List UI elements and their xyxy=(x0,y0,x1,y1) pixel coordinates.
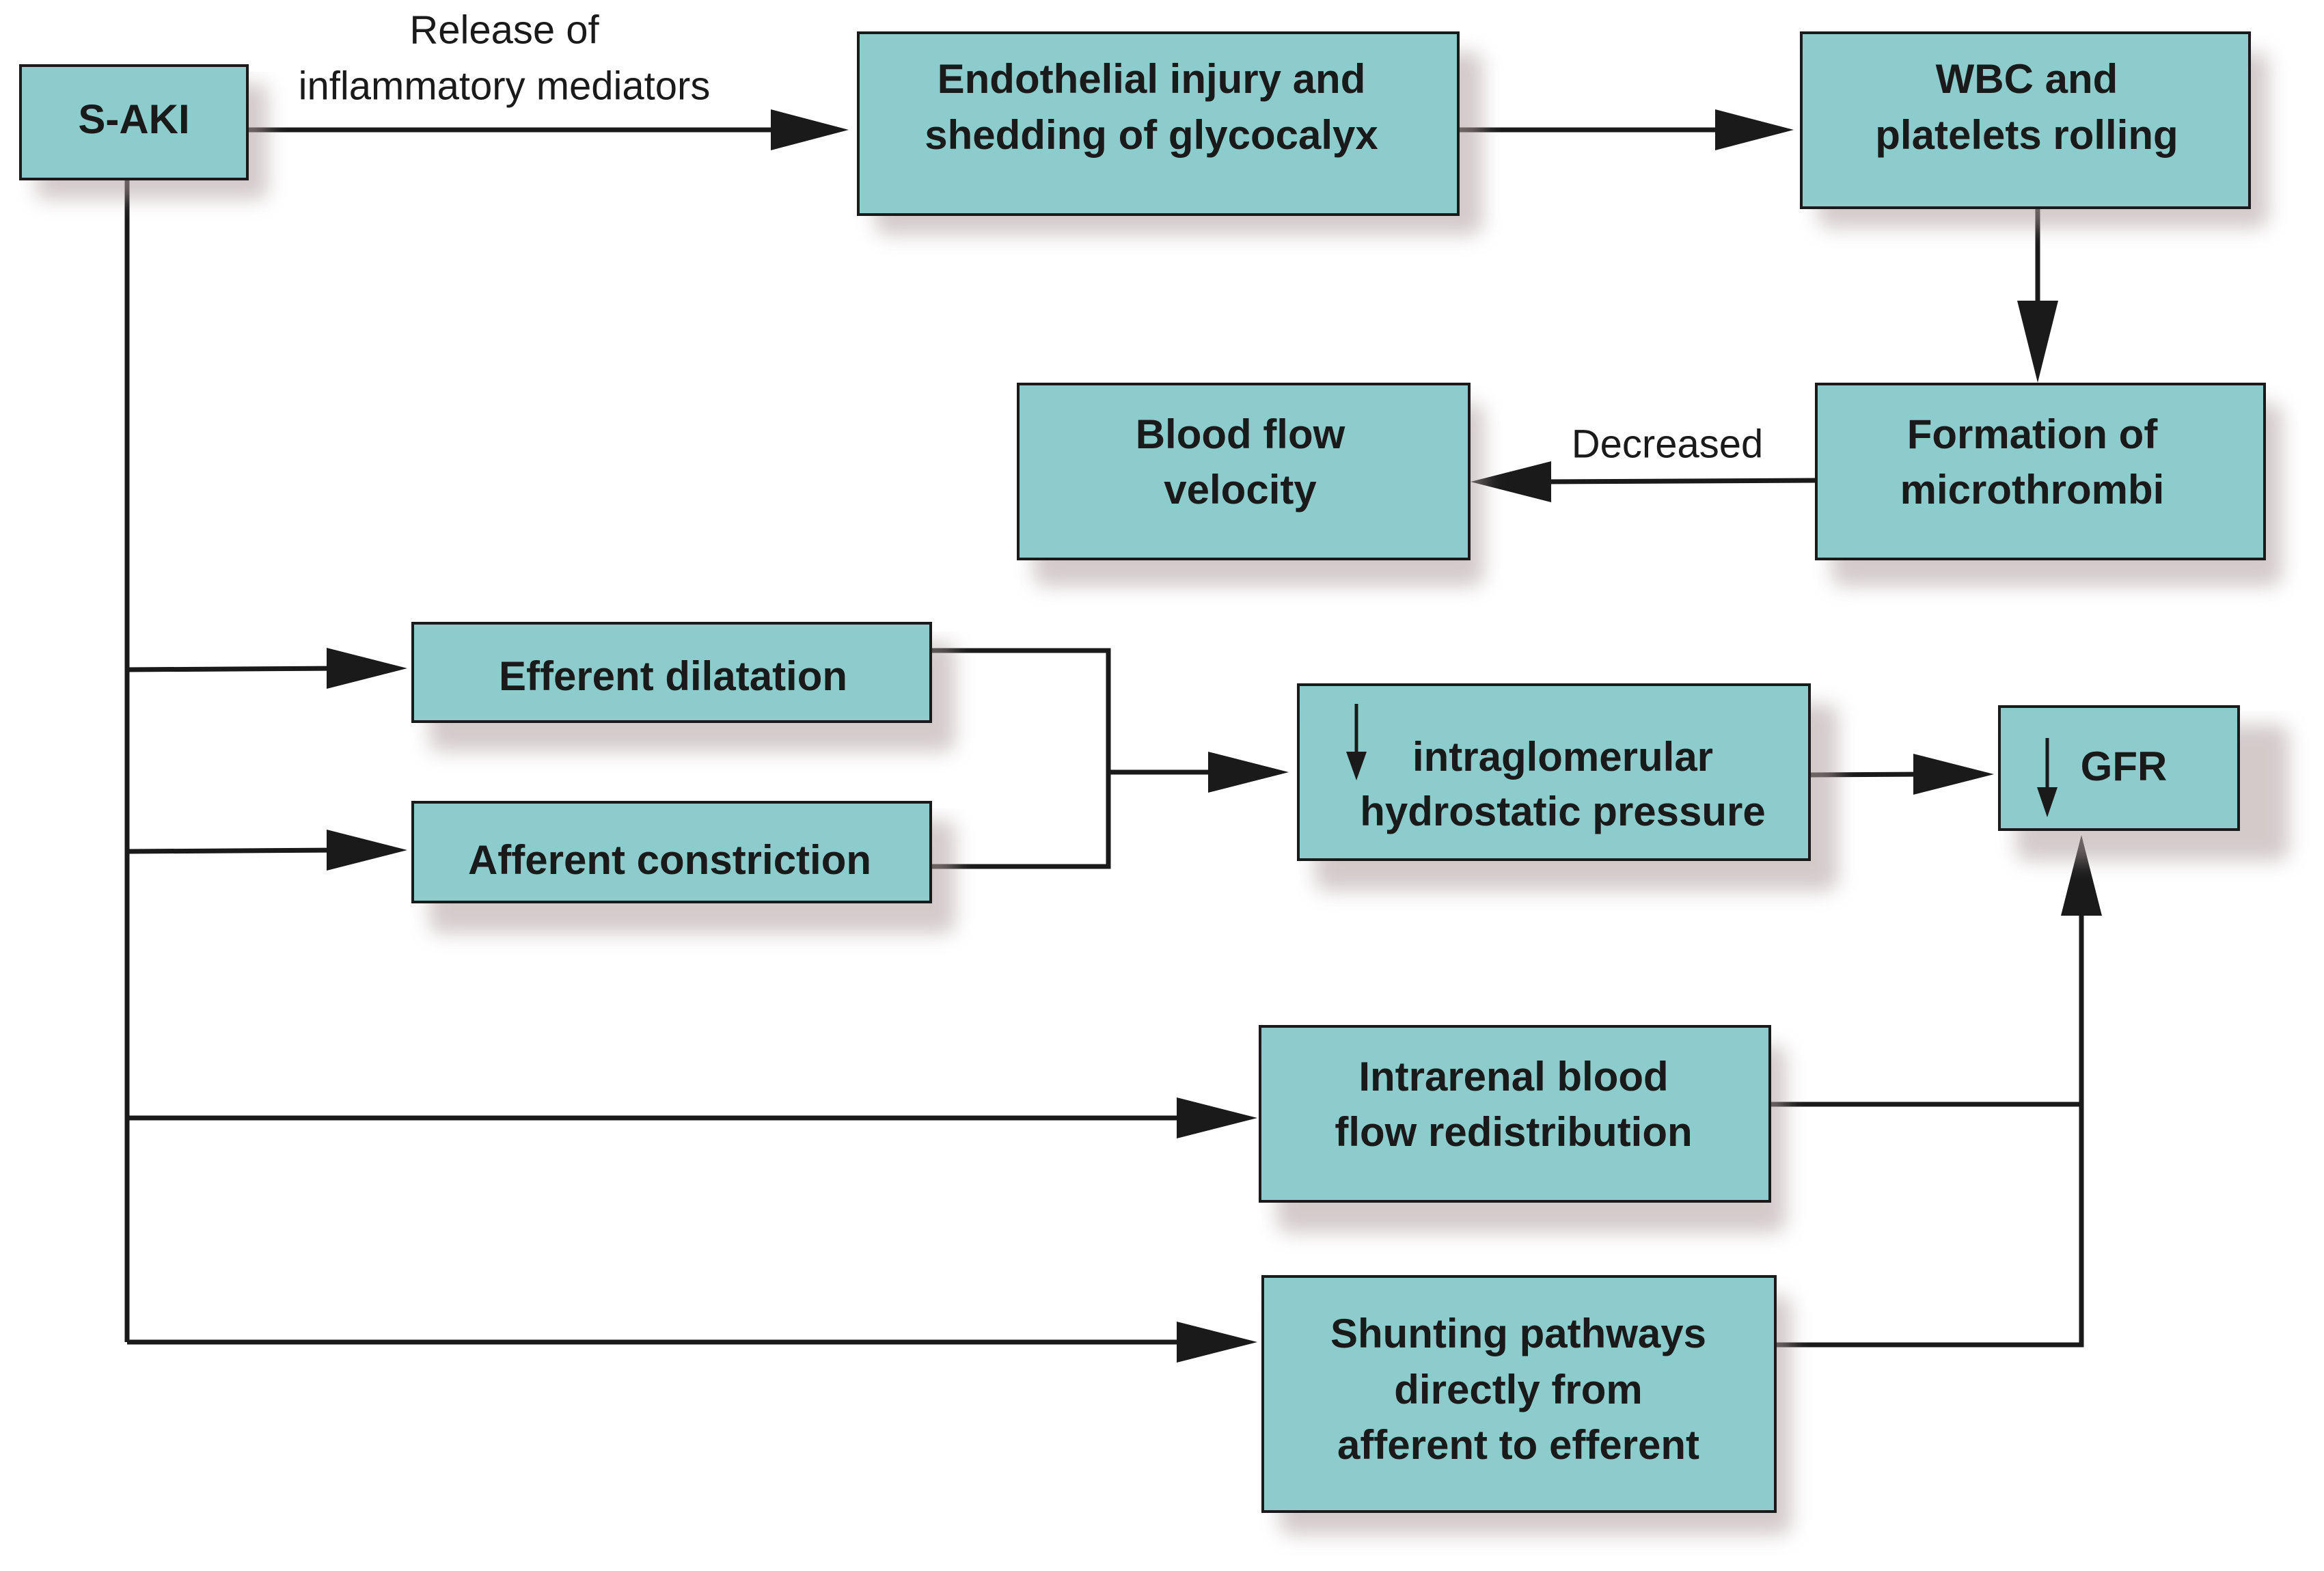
node-bloodflow-label-line-2: velocity xyxy=(1164,467,1317,513)
node-gfr: GFR xyxy=(1998,705,2289,861)
node-intraglomerular: intraglomerular hydrostatic pressure xyxy=(1297,683,1838,891)
node-wbc: WBC and platelets rolling xyxy=(1800,31,2269,228)
release-label-line-1: Release of xyxy=(409,8,599,52)
node-intraglomerular-label-line-2: hydrostatic pressure xyxy=(1360,789,1766,834)
node-redistribution: Intrarenal blood flow redistribution xyxy=(1259,1025,1786,1233)
efferent-afferent-bracket-line xyxy=(931,648,1111,869)
shunting-to-gfr-line xyxy=(1775,902,2084,1348)
node-endothelial-box xyxy=(857,31,1460,216)
intraglomerular-to-gfr-arrowhead xyxy=(1913,754,1994,795)
decreased-label: Decreased xyxy=(1572,422,1763,466)
node-redistribution-label-line-2: flow redistribution xyxy=(1335,1109,1692,1155)
node-shunting-label-line-1: Shunting pathways xyxy=(1330,1311,1706,1356)
node-shunting-label-line-2: directly from xyxy=(1394,1367,1642,1412)
node-wbc-label-line-1: WBC and xyxy=(1936,56,2118,102)
endothelial-to-wbc-arrowhead xyxy=(1715,109,1794,150)
node-efferent-label: Efferent dilatation xyxy=(499,653,847,699)
node-wbc-label-line-2: platelets rolling xyxy=(1875,112,2178,158)
connectors xyxy=(124,109,2102,1363)
node-saki-box xyxy=(19,64,249,180)
wbc-to-microthrombi-arrowhead xyxy=(2017,301,2058,383)
node-afferent-label: Afferent constriction xyxy=(468,837,871,883)
saki-to-endothelial-arrowhead xyxy=(771,109,849,150)
bracket-to-intraglomerular-arrowhead xyxy=(1208,752,1289,793)
saki-to-efferent-line xyxy=(126,666,342,672)
node-saki: S-AKI xyxy=(19,64,268,200)
node-intraglomerular-label-line-1: intraglomerular xyxy=(1412,734,1713,780)
node-endothelial-label-line-1: Endothelial injury and xyxy=(938,56,1366,102)
down-arrow-icon xyxy=(1346,704,1367,780)
node-afferent: Afferent constriction xyxy=(411,801,955,933)
saki-to-afferent-arrowhead xyxy=(327,830,407,871)
node-bloodflow-label-line-1: Blood flow xyxy=(1136,411,1345,457)
node-microthrombi-box xyxy=(1815,383,2266,560)
node-afferent-box xyxy=(411,801,932,903)
saki-to-redistribution-arrowhead xyxy=(1177,1097,1257,1138)
node-microthrombi-label-line-2: microthrombi xyxy=(1900,467,2165,513)
microthrombi-to-bloodflow-line xyxy=(1537,478,1817,484)
node-gfr-box xyxy=(1998,705,2240,831)
release-label-line-2: inflammatory mediators xyxy=(299,64,711,108)
node-microthrombi: Formation of microthrombi xyxy=(1815,383,2282,586)
node-endothelial-label-line-2: shedding of glycocalyx xyxy=(925,112,1378,158)
node-efferent-box xyxy=(411,622,932,723)
node-bloodflow-box xyxy=(1017,383,1471,560)
node-saki-label: S-AKI xyxy=(78,96,189,142)
saki-to-afferent-line xyxy=(126,847,342,854)
node-microthrombi-label-line-1: Formation of xyxy=(1907,411,2159,457)
edge-labels: Release of inflammatory mediators Decrea… xyxy=(299,8,1764,466)
node-efferent: Efferent dilatation xyxy=(411,622,955,752)
node-wbc-box xyxy=(1800,31,2251,209)
to-gfr-up-arrowhead xyxy=(2061,835,2102,916)
microthrombi-to-bloodflow-arrowhead xyxy=(1471,461,1551,502)
node-shunting-label-line-3: afferent to efferent xyxy=(1337,1422,1699,1468)
node-endothelial: Endothelial injury and shedding of glyco… xyxy=(857,31,1483,235)
node-redistribution-label-line-1: Intrarenal blood xyxy=(1358,1054,1668,1099)
down-arrow-icon xyxy=(2037,738,2058,817)
node-redistribution-box xyxy=(1259,1025,1771,1203)
node-bloodflow: Blood flow velocity xyxy=(1017,383,1484,586)
saki-to-shunting-arrowhead xyxy=(1177,1322,1257,1363)
node-gfr-label: GFR xyxy=(2081,743,2168,789)
node-shunting-box xyxy=(1261,1275,1777,1513)
node-intraglomerular-box xyxy=(1297,683,1811,861)
node-shunting: Shunting pathways directly from afferent… xyxy=(1261,1275,1792,1535)
saki-to-efferent-arrowhead xyxy=(327,648,407,689)
